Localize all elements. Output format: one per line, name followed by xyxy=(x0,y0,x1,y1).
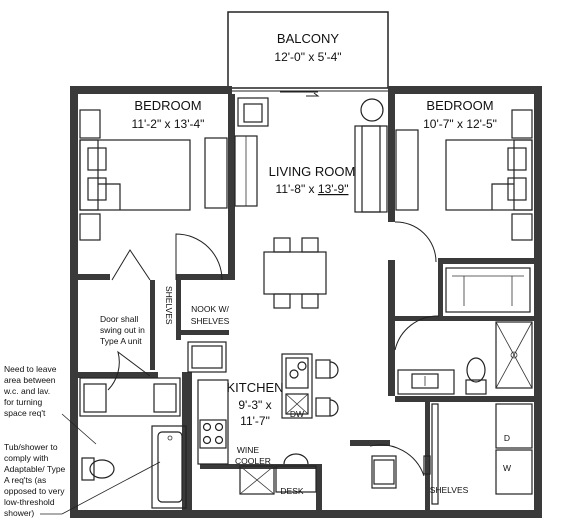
svg-text:shower): shower) xyxy=(4,508,34,518)
balcony-door xyxy=(280,91,320,97)
bath-right-door xyxy=(394,315,440,351)
bed-left xyxy=(79,109,191,241)
door-note-2: swing out in xyxy=(100,325,145,335)
wine-cooler xyxy=(239,465,275,495)
bath-left-door xyxy=(107,350,151,391)
dining-table xyxy=(263,237,327,309)
shelves-bottom-label: SHELVES xyxy=(430,485,469,495)
washer-label: W xyxy=(503,463,511,473)
interior-walls xyxy=(78,94,534,510)
svg-text:Adaptable/ Type: Adaptable/ Type xyxy=(4,464,66,474)
bedroom-right-door xyxy=(394,221,437,263)
tub-note: Tub/shower to comply with Adaptable/ Typ… xyxy=(4,442,161,518)
bedroom-right-closet xyxy=(445,267,531,313)
shelves-vertical-label: SHELVES xyxy=(164,286,174,325)
door-note-1: Door shall xyxy=(100,314,138,324)
svg-text:A req'ts (as: A req'ts (as xyxy=(4,475,46,485)
nook-label-1: NOOK W/ xyxy=(191,304,229,314)
fridge xyxy=(187,341,227,373)
desk-label: DESK xyxy=(280,486,303,496)
sofa xyxy=(354,125,388,213)
dresser-right xyxy=(395,129,419,211)
svg-text:Need to leave: Need to leave xyxy=(4,364,57,374)
bedroom-right-name: BEDROOM xyxy=(426,98,493,113)
bedroom-left-door xyxy=(175,233,223,281)
shower-right xyxy=(495,321,533,389)
svg-text:space req't: space req't xyxy=(4,408,46,418)
dw-label: DW xyxy=(290,409,304,419)
svg-text:comply with: comply with xyxy=(4,453,49,463)
bar-stools xyxy=(315,359,339,417)
armchair xyxy=(237,97,269,127)
wine-label-2: COOLER xyxy=(235,456,271,466)
wine-label-1: WINE xyxy=(237,445,260,455)
svg-text:w.c. and lav.: w.c. and lav. xyxy=(3,386,50,396)
kitchen-name: KITCHEN xyxy=(226,380,283,395)
vanity-right xyxy=(397,369,455,395)
desk xyxy=(275,453,317,493)
kitchen-counter xyxy=(197,379,229,465)
clearance-note: Need to leave area between w.c. and lav.… xyxy=(3,364,97,445)
vanity-left xyxy=(79,377,181,417)
svg-text:for turning: for turning xyxy=(4,397,43,407)
tub-left xyxy=(151,425,187,509)
dryer-label: D xyxy=(504,433,510,443)
balcony-name: BALCONY xyxy=(277,31,339,46)
toilet-left xyxy=(81,457,115,481)
laundry xyxy=(431,403,533,505)
kitchen-island xyxy=(281,353,313,419)
kitchen-dims-a: 9'-3" x xyxy=(238,398,271,412)
dresser-left xyxy=(204,137,228,209)
door-note-3: Type A unit xyxy=(100,336,142,346)
bedroom-left-dims: 11'-2" x 13'-4" xyxy=(132,117,205,131)
living-room-dims: 11'-8" x 13'-9" xyxy=(276,182,349,196)
bedroom-left-name: BEDROOM xyxy=(134,98,201,113)
side-table xyxy=(360,98,384,122)
bed-right xyxy=(445,109,533,241)
svg-text:area between: area between xyxy=(4,375,56,385)
exterior-walls xyxy=(70,86,542,518)
bedroom-right-dims: 10'-7" x 12'-5" xyxy=(423,117,497,131)
svg-text:opposed to very: opposed to very xyxy=(4,486,65,496)
balcony-dims: 12'-0" x 5'-4" xyxy=(274,50,341,64)
balcony xyxy=(227,11,389,92)
entry-door xyxy=(369,444,431,489)
living-room-name: LIVING ROOM xyxy=(269,164,356,179)
toilet-right xyxy=(465,357,487,395)
bedroom-left-closet-door xyxy=(111,249,151,281)
nook-label-2: SHELVES xyxy=(191,316,230,326)
kitchen-dims-b: 11'-7" xyxy=(240,414,270,428)
svg-text:Tub/shower to: Tub/shower to xyxy=(4,442,58,452)
tv-console xyxy=(234,135,258,207)
svg-text:low-threshold: low-threshold xyxy=(4,497,55,507)
